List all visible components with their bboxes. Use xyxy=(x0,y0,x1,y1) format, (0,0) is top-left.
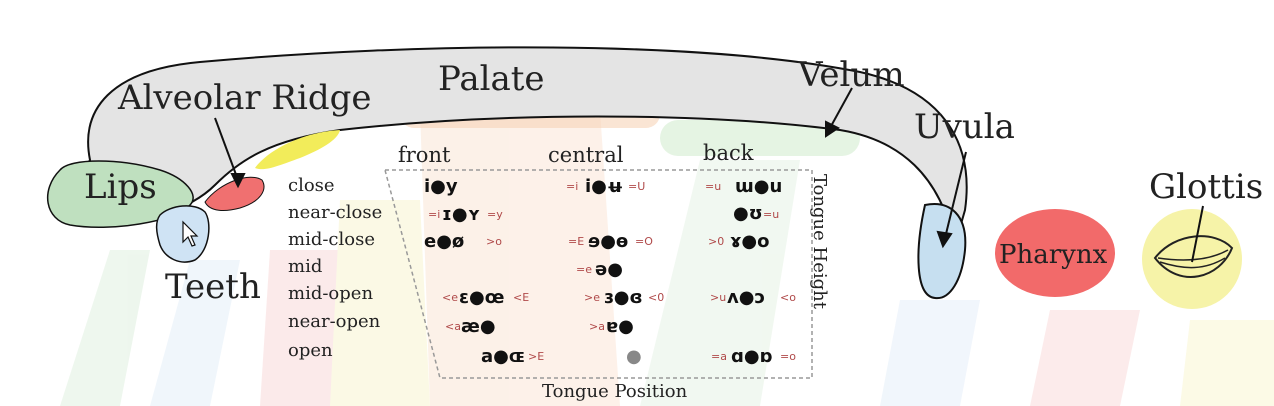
vowel-midclose-front: e●ø xyxy=(424,231,464,252)
alveolar-ridge-label: Alveolar Ridge xyxy=(117,78,372,118)
palate-label: Palate xyxy=(438,59,545,99)
teeth-label: Teeth xyxy=(165,267,261,307)
velum-arrow xyxy=(829,87,853,129)
tag-6: =u xyxy=(763,208,779,221)
column-front: front xyxy=(398,143,451,167)
velum-highlight xyxy=(660,120,860,156)
tag-19: >a xyxy=(589,320,605,333)
tag-1: =i xyxy=(566,180,578,193)
vowel-chart-frame xyxy=(384,169,813,379)
tag-17: <o xyxy=(780,291,796,304)
row-mid-open: mid-open xyxy=(288,283,373,304)
tag-2: =U xyxy=(628,180,645,193)
row-near-open: near-open xyxy=(288,311,381,332)
vowel-midclose-back: ɤ●o xyxy=(730,231,770,252)
wash-green xyxy=(60,250,150,406)
vowel-midopen-front: ɛ●œ xyxy=(459,287,504,308)
tag-5: =y xyxy=(487,208,503,221)
tag-16: >u xyxy=(710,291,726,304)
column-central: central xyxy=(548,143,624,167)
alveolar-arrowhead xyxy=(230,173,246,189)
vowel-close-front: i●y xyxy=(424,176,458,197)
glottis-folds xyxy=(1153,235,1234,278)
glottis-line-1 xyxy=(1157,249,1229,261)
uvula-label: Uvula xyxy=(914,107,1015,147)
velum-arrowhead xyxy=(825,120,840,138)
pointer-arrows xyxy=(214,87,1204,263)
vowel-midclose-central: ɘ●ɵ xyxy=(588,231,628,252)
tag-3: =u xyxy=(705,180,721,193)
tag-21: =a xyxy=(711,350,727,363)
tongue-position-title: Tongue Position xyxy=(542,381,688,402)
vowel-open-front: a●ɶ xyxy=(481,346,525,367)
wash-blue xyxy=(150,260,240,406)
wash-orange xyxy=(420,110,620,406)
wash-yellow-2 xyxy=(1180,320,1274,406)
vowel-close-central: i●ʉ xyxy=(585,176,623,197)
background-washes xyxy=(60,110,1274,406)
uvula-arrowhead xyxy=(936,230,953,249)
tongue-height-title: Tongue Height xyxy=(809,174,830,310)
row-mid: mid xyxy=(288,256,322,277)
velum-label: Velum xyxy=(797,55,905,95)
wash-red xyxy=(260,250,350,406)
vowel-mid-central: ə● xyxy=(595,259,623,280)
tag-4: =i xyxy=(428,208,440,221)
tag-20: >E xyxy=(528,350,544,363)
row-open: open xyxy=(288,340,333,361)
palate-shape xyxy=(76,46,968,246)
wash-green-2 xyxy=(640,160,800,406)
vowel-nearopen-front: æ● xyxy=(461,316,496,337)
row-mid-close: mid-close xyxy=(288,229,375,250)
alveolar-arrow xyxy=(214,117,239,181)
tag-10: >0 xyxy=(708,235,724,248)
row-close: close xyxy=(288,175,335,196)
tag-12: <e xyxy=(442,291,458,304)
uvula-arrow xyxy=(944,151,967,239)
vowel-nearclose-back: ●ʊ xyxy=(733,203,763,224)
vowel-nearclose-front: ɪ●ʏ xyxy=(442,204,481,225)
tag-18: <a xyxy=(445,320,461,333)
alveolar-ridge-shape xyxy=(204,176,265,211)
pharynx-shape xyxy=(995,209,1115,297)
uvula-shape xyxy=(917,203,967,300)
vowel-open-back: ɑ●ɒ xyxy=(731,346,773,367)
wash-red-2 xyxy=(1030,310,1140,406)
glottis-arrow xyxy=(1191,205,1204,263)
tag-13: <E xyxy=(513,291,529,304)
column-back: back xyxy=(703,141,754,165)
tag-14: >e xyxy=(584,291,600,304)
pharynx-label: Pharynx xyxy=(999,240,1108,270)
tag-15: <0 xyxy=(648,291,664,304)
vowel-open-central: ● xyxy=(626,346,642,367)
vowel-midopen-central: ɜ●ɞ xyxy=(604,287,643,308)
mouse-cursor-icon xyxy=(182,220,199,247)
vowel-close-back: ɯ●u xyxy=(735,176,782,197)
vowel-midopen-back: ʌ●ɔ xyxy=(727,287,765,308)
wash-blue-2 xyxy=(880,300,980,406)
tag-9: =O xyxy=(635,235,653,248)
tag-8: =E xyxy=(568,235,584,248)
glottis-line-2 xyxy=(1159,257,1226,269)
tag-7: >o xyxy=(486,235,502,248)
lips-label: Lips xyxy=(84,167,157,207)
postalveolar-patch xyxy=(255,130,340,170)
wash-yellow xyxy=(330,200,430,406)
glottis-label: Glottis xyxy=(1149,167,1263,207)
tag-22: =o xyxy=(780,350,796,363)
row-near-close: near-close xyxy=(288,202,382,223)
vowel-nearopen-central: ɐ● xyxy=(606,316,634,337)
tag-11: =e xyxy=(576,263,592,276)
